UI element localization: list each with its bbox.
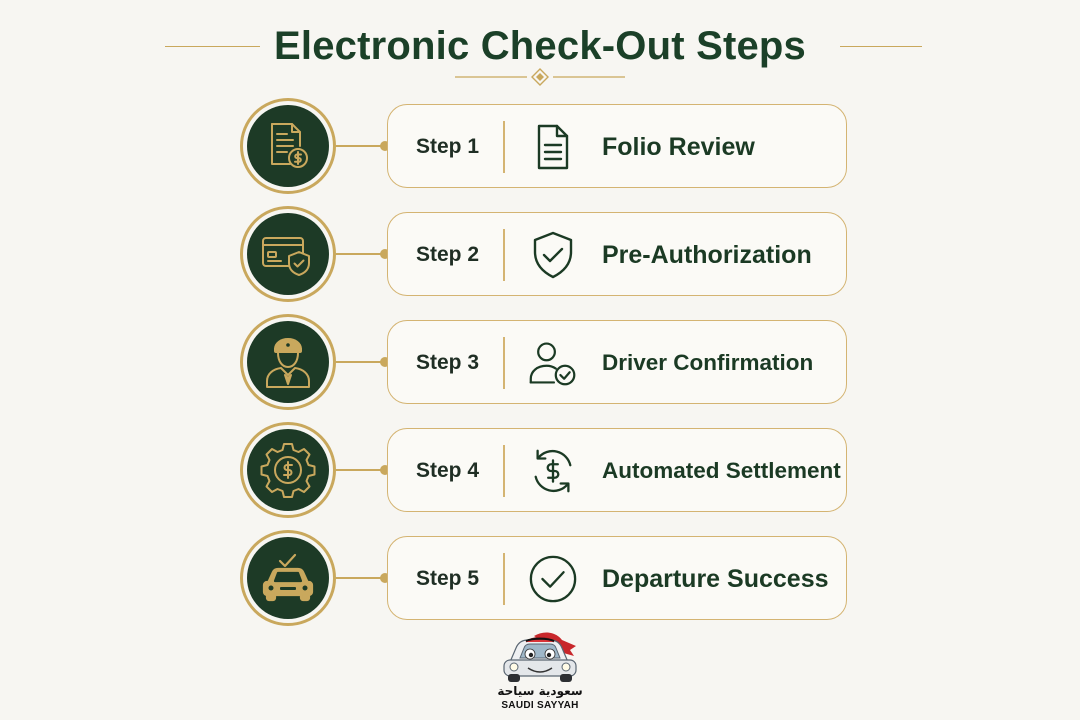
- step-3: Step 3 Driver Confirmation: [0, 314, 1080, 410]
- title-line-right: [840, 46, 922, 47]
- step-4-label: Step 4: [416, 459, 480, 482]
- step-3-title: Driver Confirmation: [602, 350, 814, 375]
- logo-arabic-text: سعودية سياحة: [497, 684, 583, 698]
- step-1-card: Step 1 Folio Review: [387, 104, 847, 188]
- step-1-connector-dot: [380, 141, 390, 151]
- step-2: Step 2 Pre-Authorization: [0, 206, 1080, 302]
- step-1-label: Step 1: [416, 135, 480, 158]
- step-4-divider: [503, 445, 505, 497]
- dollar-refresh-icon: [534, 449, 572, 493]
- shield-check-icon: [533, 231, 573, 279]
- step-5-connector: [336, 577, 384, 579]
- step-4: Step 4 Automated Settlement: [0, 422, 1080, 518]
- step-4-badge: [240, 422, 336, 518]
- step-5-label: Step 5: [416, 567, 480, 590]
- step-5-badge: [240, 530, 336, 626]
- step-1-badge: [240, 98, 336, 194]
- invoice-dollar-icon: [271, 123, 308, 168]
- page-title: Electronic Check-Out Steps: [274, 24, 806, 68]
- car-check-icon: [262, 553, 314, 602]
- user-check-icon: [529, 342, 576, 386]
- car-mascot-icon: [503, 632, 577, 682]
- step-3-divider: [503, 337, 505, 389]
- step-2-label: Step 2: [416, 243, 480, 266]
- gear-dollar-icon: [260, 443, 316, 498]
- step-1-title: Folio Review: [602, 133, 755, 161]
- step-5-title: Departure Success: [602, 565, 829, 593]
- step-4-connector: [336, 469, 384, 471]
- title-ornament-icon: [455, 68, 625, 86]
- step-1-connector: [336, 145, 384, 147]
- step-3-badge: [240, 314, 336, 410]
- step-4-title: Automated Settlement: [602, 458, 841, 483]
- step-2-divider: [503, 229, 505, 281]
- header: Electronic Check-Out Steps: [0, 22, 1080, 92]
- title-line-left: [165, 46, 260, 47]
- step-2-card: Step 2 Pre-Authorization: [387, 212, 847, 296]
- step-4-card: Step 4 Automated Settlement: [387, 428, 847, 512]
- step-3-card: Step 3 Driver Confirmation: [387, 320, 847, 404]
- step-2-title: Pre-Authorization: [602, 241, 812, 269]
- step-3-label: Step 3: [416, 351, 480, 374]
- step-3-connector-dot: [380, 357, 390, 367]
- saudi-sayyah-logo: سعودية سياحة SAUDI SAYYAH: [490, 628, 590, 716]
- credit-card-shield-icon: [262, 237, 310, 276]
- logo-english-text: SAUDI SAYYAH: [501, 700, 579, 711]
- document-icon: [537, 124, 569, 170]
- step-2-connector-dot: [380, 249, 390, 259]
- step-3-connector: [336, 361, 384, 363]
- chauffeur-icon: [266, 338, 310, 388]
- check-circle-icon: [529, 555, 577, 603]
- step-4-connector-dot: [380, 465, 390, 475]
- step-5-connector-dot: [380, 573, 390, 583]
- step-1: Step 1 Folio Review: [0, 98, 1080, 194]
- step-2-badge: [240, 206, 336, 302]
- step-5: Step 5 Departure Success: [0, 530, 1080, 626]
- step-2-connector: [336, 253, 384, 255]
- step-5-card: Step 5 Departure Success: [387, 536, 847, 620]
- step-1-divider: [503, 121, 505, 173]
- step-5-divider: [503, 553, 505, 605]
